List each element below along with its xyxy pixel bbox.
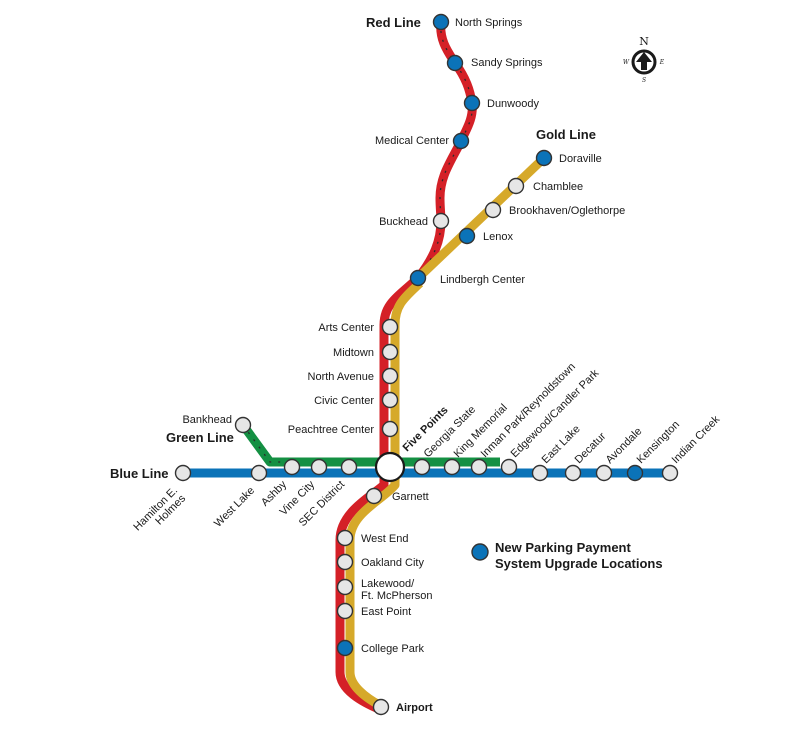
compass-south: S: [642, 77, 646, 84]
station-ashby[interactable]: [283, 458, 301, 476]
station-west-end[interactable]: [336, 529, 354, 547]
station-brookhaven[interactable]: [484, 201, 502, 219]
station-avondale[interactable]: [595, 464, 613, 482]
label-oakland-city: Oakland City: [361, 557, 424, 569]
station-medical-center[interactable]: [452, 132, 470, 150]
red-line-trunk-track: [335, 276, 420, 715]
station-peachtree-center[interactable]: [381, 420, 399, 438]
label-medical-center: Medical Center: [375, 135, 449, 147]
station-dunwoody[interactable]: [463, 94, 481, 112]
station-arts-center[interactable]: [381, 318, 399, 336]
station-civic-center[interactable]: [381, 391, 399, 409]
gold-line-trunk-track: [345, 279, 424, 710]
compass-east: E: [659, 59, 665, 66]
station-east-point[interactable]: [336, 602, 354, 620]
legend-line-2: System Upgrade Locations: [495, 556, 663, 571]
station-sec-district[interactable]: [340, 458, 358, 476]
label-dunwoody: Dunwoody: [487, 98, 539, 110]
gold-line-north-track: [414, 154, 548, 282]
station-garnett[interactable]: [365, 487, 383, 505]
label-midtown: Midtown: [333, 347, 374, 359]
station-lenox[interactable]: [458, 227, 476, 245]
label-peachtree-center: Peachtree Center: [288, 424, 375, 436]
label-chamblee: Chamblee: [533, 181, 583, 193]
station-north-springs[interactable]: [432, 13, 450, 31]
station-oakland-city[interactable]: [336, 553, 354, 571]
compass-arrow-icon: [636, 52, 652, 70]
label-arts-center: Arts Center: [318, 322, 374, 334]
label-garnett: Garnett: [392, 491, 429, 503]
station-kensington[interactable]: [626, 464, 644, 482]
station-buckhead[interactable]: [432, 212, 450, 230]
label-west-lake: West Lake: [212, 485, 257, 530]
label-lindbergh: Lindbergh Center: [440, 274, 525, 286]
label-north-avenue: North Avenue: [308, 371, 374, 383]
label-north-springs: North Springs: [455, 17, 523, 29]
green-line-label: Green Line: [166, 430, 234, 445]
station-midtown[interactable]: [381, 343, 399, 361]
label-lakewood-1: Lakewood/: [361, 578, 415, 590]
legend: New Parking Payment System Upgrade Locat…: [471, 540, 663, 571]
label-east-point: East Point: [361, 606, 411, 618]
gold-line-label: Gold Line: [536, 127, 596, 142]
label-lenox: Lenox: [483, 231, 513, 243]
station-bankhead[interactable]: [234, 416, 252, 434]
station-lakewood[interactable]: [336, 578, 354, 596]
label-doraville: Doraville: [559, 153, 602, 165]
station-sandy-springs[interactable]: [446, 54, 464, 72]
label-college-park: College Park: [361, 643, 424, 655]
red-line-label: Red Line: [366, 15, 421, 30]
label-brookhaven: Brookhaven/Oglethorpe: [509, 205, 625, 217]
label-bankhead: Bankhead: [182, 414, 232, 426]
legend-line-1: New Parking Payment: [495, 540, 631, 555]
station-edgewood[interactable]: [500, 458, 518, 476]
station-hamilton-holmes[interactable]: [174, 464, 192, 482]
station-georgia-state[interactable]: [413, 458, 431, 476]
label-buckhead: Buckhead: [379, 216, 428, 228]
label-indian-creek: Indian Creek: [670, 413, 723, 466]
label-airport: Airport: [396, 702, 433, 714]
label-civic-center: Civic Center: [314, 395, 374, 407]
station-five-points[interactable]: [374, 451, 406, 483]
compass-north: N: [639, 35, 649, 48]
green-line-branch-arrows: [242, 424, 300, 463]
label-lakewood-2: Ft. McPherson: [361, 590, 433, 602]
station-markers: [174, 13, 679, 716]
station-vine-city[interactable]: [310, 458, 328, 476]
compass: N W E S: [623, 35, 665, 84]
station-decatur[interactable]: [564, 464, 582, 482]
station-indian-creek[interactable]: [661, 464, 679, 482]
station-doraville[interactable]: [535, 149, 553, 167]
legend-upgrade-icon: [471, 543, 489, 561]
station-north-avenue[interactable]: [381, 367, 399, 385]
station-west-lake[interactable]: [250, 464, 268, 482]
compass-west: W: [623, 59, 630, 66]
station-king-memorial[interactable]: [443, 458, 461, 476]
station-chamblee[interactable]: [507, 177, 525, 195]
label-west-end: West End: [361, 533, 409, 545]
station-inman-park[interactable]: [470, 458, 488, 476]
station-college-park[interactable]: [336, 639, 354, 657]
blue-line-label: Blue Line: [110, 466, 169, 481]
label-sandy-springs: Sandy Springs: [471, 57, 543, 69]
station-east-lake[interactable]: [531, 464, 549, 482]
station-lindbergh[interactable]: [409, 269, 427, 287]
station-airport[interactable]: [372, 698, 390, 716]
